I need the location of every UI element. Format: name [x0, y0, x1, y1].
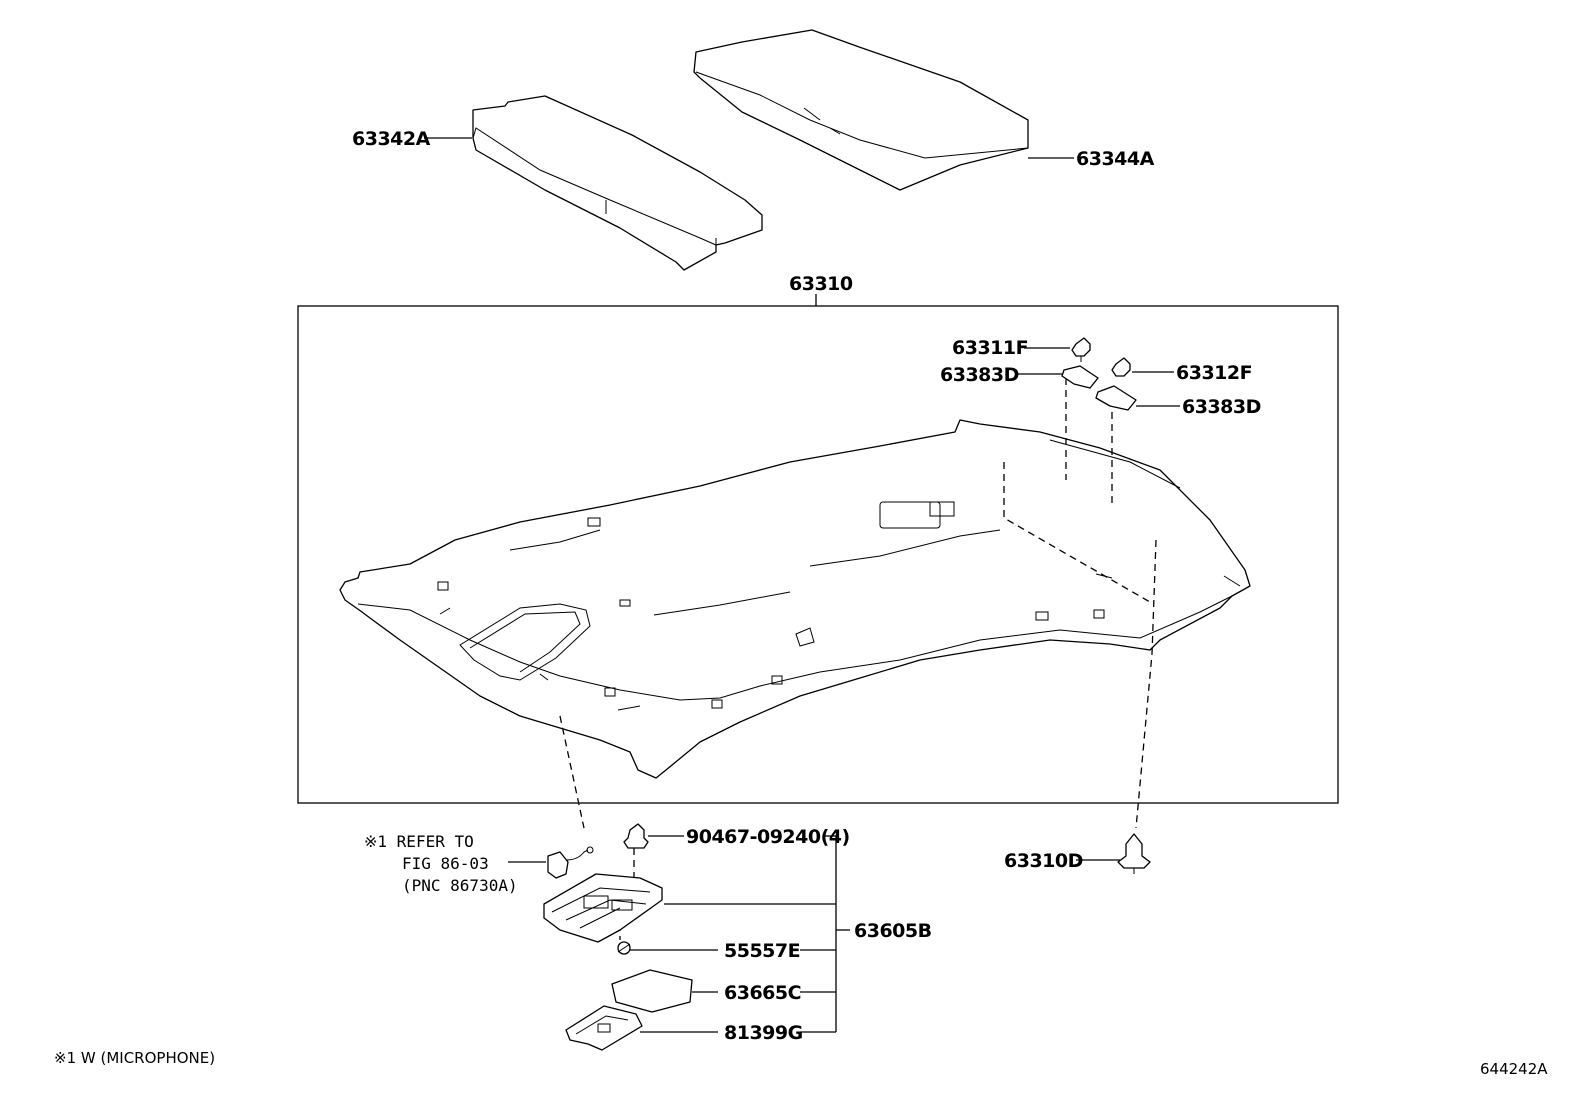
- microphone-86730a[interactable]: [547, 846, 594, 879]
- reference-line-3[interactable]: (PNC 86730A): [402, 876, 518, 895]
- label-63310d[interactable]: 63310D: [1004, 850, 1083, 872]
- label-63383d-a[interactable]: 63383D: [940, 364, 1019, 386]
- alignment-line-rear: [1003, 462, 1151, 603]
- insulation-pad-63342a[interactable]: [472, 95, 763, 271]
- label-90467-09240[interactable]: 90467-09240(4): [686, 826, 850, 848]
- clip-63310d[interactable]: [1117, 833, 1151, 874]
- label-63605b[interactable]: 63605B: [854, 920, 932, 942]
- label-63311f[interactable]: 63311F: [952, 337, 1029, 359]
- label-63312f[interactable]: 63312F: [1176, 362, 1253, 384]
- label-63342a[interactable]: 63342A: [352, 128, 431, 150]
- clip-63312f[interactable]: [1111, 357, 1131, 377]
- label-81399g[interactable]: 81399G: [724, 1022, 803, 1044]
- label-63310[interactable]: 63310: [789, 273, 853, 295]
- lens-63665c[interactable]: [611, 969, 693, 1013]
- label-55557e[interactable]: 55557E: [724, 940, 801, 962]
- console-assembly-63605b[interactable]: [543, 873, 663, 943]
- label-63665c[interactable]: 63665C: [724, 982, 802, 1004]
- insulation-pad-63344a[interactable]: [693, 29, 1029, 191]
- headliner-63310[interactable]: [339, 419, 1251, 779]
- reference-line-2[interactable]: FIG 86-03: [402, 854, 489, 873]
- bulb-55557e[interactable]: [617, 941, 631, 955]
- headliner-assembly-frame: [297, 305, 1339, 804]
- bolt-90467-09240[interactable]: [623, 823, 649, 849]
- leader-63605b-group: [630, 835, 850, 1033]
- alignment-line-63310d: [1135, 539, 1157, 829]
- label-63383d-b[interactable]: 63383D: [1182, 396, 1261, 418]
- bracket-63383d-a[interactable]: [1061, 365, 1099, 389]
- cover-81399g[interactable]: [565, 1005, 643, 1051]
- clip-63311f[interactable]: [1071, 337, 1091, 362]
- footnote: ※1 W (MICROPHONE): [54, 1049, 215, 1067]
- reference-line-1: ※1 REFER TO: [364, 832, 474, 851]
- label-63344a[interactable]: 63344A: [1076, 148, 1155, 170]
- bracket-63383d-b[interactable]: [1095, 385, 1137, 411]
- figure-id: 644242A: [1480, 1060, 1548, 1078]
